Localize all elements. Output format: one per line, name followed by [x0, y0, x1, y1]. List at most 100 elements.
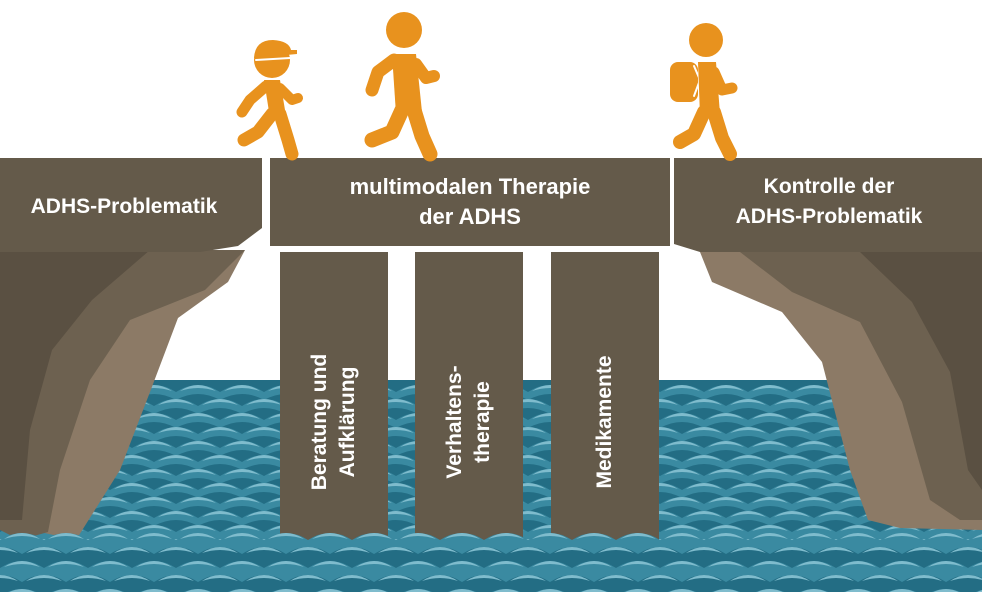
wave-crest — [224, 413, 260, 419]
wave-crest — [933, 589, 959, 592]
wave-crest — [664, 385, 700, 391]
wave-crest — [246, 483, 282, 489]
wave-crest — [70, 575, 106, 581]
wave-band — [902, 575, 946, 592]
wave-crest — [180, 525, 216, 531]
wave-crest — [708, 413, 744, 419]
wave-crest — [268, 561, 304, 567]
wave-crest — [493, 589, 519, 592]
wave-crest — [229, 589, 255, 592]
wave-crest — [405, 589, 431, 592]
pillar-label-line1: Verhaltens- — [443, 365, 466, 479]
left-cliff-label: ADHS-Problematik — [30, 195, 218, 218]
wave-crest — [972, 534, 982, 539]
wave-crest — [114, 547, 150, 553]
wave-crest — [0, 575, 18, 581]
wave-crest — [664, 413, 700, 419]
wave-crest — [664, 525, 700, 531]
wave-crest — [752, 413, 788, 419]
wave-band — [638, 575, 682, 592]
wave-crest — [752, 497, 788, 503]
wave-crest — [554, 575, 590, 581]
wave-crest — [625, 589, 651, 592]
wave-crest — [576, 561, 612, 567]
wave-crest — [400, 533, 436, 539]
wave-crest — [224, 469, 260, 475]
bridge-label-line2: der ADHS — [419, 204, 521, 229]
wave-crest — [796, 441, 832, 447]
wave-crest — [796, 533, 832, 539]
wave-crest — [136, 413, 172, 419]
wave-crest — [532, 533, 568, 539]
wave-crest — [114, 575, 150, 581]
wave-band — [594, 575, 638, 592]
wave-crest — [845, 589, 871, 592]
wave-crest — [224, 441, 260, 447]
pillar-medication — [551, 252, 659, 552]
wave-crest — [180, 413, 216, 419]
wave-band — [858, 575, 902, 592]
wave-crest — [730, 547, 766, 553]
wave-crest — [796, 413, 832, 419]
wave-crest — [757, 589, 783, 592]
wave-crest — [224, 533, 260, 539]
wave-crest — [224, 385, 260, 391]
wave-crest — [669, 589, 695, 592]
wave-crest — [488, 533, 524, 539]
right-cliff — [674, 158, 982, 530]
wave-crest — [48, 561, 84, 567]
wave-crest — [70, 547, 106, 553]
wave-crest — [185, 589, 211, 592]
wave-crest — [708, 561, 744, 567]
wave-crest — [290, 547, 326, 553]
wave-crest — [312, 561, 348, 567]
wave-crest — [730, 575, 766, 581]
wave-crest — [449, 589, 475, 592]
wave-crest — [158, 511, 194, 517]
pillar-behavior-therapy — [415, 252, 523, 552]
wave-crest — [686, 483, 722, 489]
wave-crest — [730, 483, 766, 489]
wave-crest — [466, 547, 502, 553]
wave-crest — [180, 533, 216, 539]
wave-band — [242, 575, 286, 592]
wave-crest — [774, 427, 810, 433]
wave-band — [22, 575, 66, 592]
adult-walking-icon — [364, 12, 440, 162]
wave-crest — [224, 497, 260, 503]
wave-crest — [268, 533, 304, 539]
wave-crest — [818, 547, 854, 553]
pillar-counseling — [280, 252, 388, 552]
pillar-label-medication: Medikamente — [570, 312, 640, 532]
wave-crest — [158, 547, 194, 553]
wave-crest — [884, 533, 920, 539]
wave-crest — [664, 561, 700, 567]
wave-crest — [136, 561, 172, 567]
wave-crest — [334, 547, 370, 553]
wave-crest — [730, 455, 766, 461]
wave-crest — [708, 469, 744, 475]
wave-crest — [273, 589, 299, 592]
wave-crest — [774, 399, 810, 405]
wave-crest — [532, 561, 568, 567]
wave-crest — [466, 575, 502, 581]
wave-crest — [158, 455, 194, 461]
wave-crest — [4, 533, 40, 539]
right-cliff-label: Kontrolle der ADHS-Problematik — [676, 172, 982, 232]
wave-crest — [774, 547, 810, 553]
wave-crest — [752, 385, 788, 391]
wave-band — [286, 575, 330, 592]
wave-crest — [554, 547, 590, 553]
wave-crest — [92, 561, 128, 567]
wave-crest — [4, 561, 40, 567]
wave-crest — [730, 399, 766, 405]
wave-crest — [686, 511, 722, 517]
wave-crest — [664, 441, 700, 447]
wave-crest — [906, 575, 942, 581]
wave-crest — [158, 427, 194, 433]
wave-band — [550, 575, 594, 592]
wave-crest — [752, 561, 788, 567]
wave-crest — [686, 575, 722, 581]
wave-crest — [906, 547, 942, 553]
pillar-label-line1: Beratung und — [308, 353, 331, 491]
